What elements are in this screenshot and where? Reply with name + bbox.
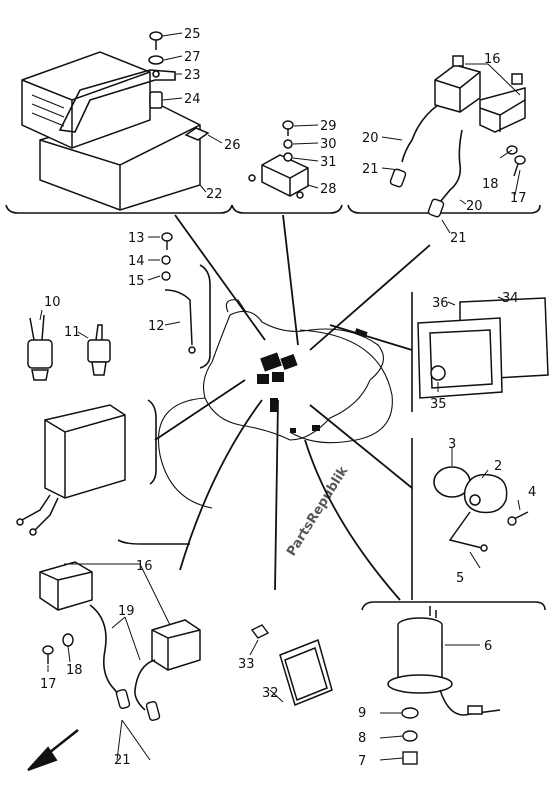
part-29-screw <box>282 120 294 136</box>
callout-22: 22 <box>206 187 223 202</box>
callout-labels: 25 27 23 24 26 22 29 30 31 28 16 20 21 1… <box>40 27 536 769</box>
callout-19: 19 <box>118 604 135 619</box>
callout-7: 7 <box>358 754 366 769</box>
callout-16-lower: 16 <box>136 559 153 574</box>
callout-13: 13 <box>128 231 145 246</box>
callout-2: 2 <box>494 459 502 474</box>
part-18-washer-lower <box>62 633 74 647</box>
callout-32: 32 <box>262 686 279 701</box>
part-30-washer <box>283 139 293 149</box>
part-2-sensor <box>463 473 508 514</box>
front-arrow-icon <box>27 729 79 771</box>
part-31-nut <box>283 152 293 162</box>
part-28-relay <box>248 154 309 199</box>
callout-leaders <box>39 32 521 761</box>
callout-17-upper: 17 <box>510 191 527 206</box>
callout-9: 9 <box>358 706 366 721</box>
callout-27: 27 <box>184 50 201 65</box>
part-13-screw <box>161 232 173 250</box>
callout-18-upper: 18 <box>482 177 499 192</box>
callout-8: 8 <box>358 731 366 746</box>
callout-11: 11 <box>64 325 81 340</box>
part-4-screw <box>507 511 529 526</box>
part-6-solenoid <box>387 606 453 694</box>
part-27-washer <box>148 55 164 65</box>
callout-3: 3 <box>448 437 456 452</box>
callout-5: 5 <box>456 571 464 586</box>
callout-24: 24 <box>184 92 201 107</box>
callout-21-upper-left: 21 <box>362 162 379 177</box>
callout-35: 35 <box>430 397 447 412</box>
callout-30: 30 <box>320 137 337 152</box>
watermark: PartsRepublik <box>284 464 351 559</box>
part-21-plug-cap-lower <box>115 688 161 722</box>
callout-28: 28 <box>320 182 337 197</box>
callout-23: 23 <box>184 68 201 83</box>
part-17-screw-upper <box>513 155 526 177</box>
callout-16-upper: 16 <box>484 52 501 67</box>
part-8-washer <box>402 730 418 742</box>
callout-33: 33 <box>238 657 255 672</box>
part-17-screw-lower <box>42 645 54 664</box>
callout-21-upper-right: 21 <box>450 231 467 246</box>
part-21-plug-cap-upper <box>389 168 445 218</box>
part-22-control-unit <box>21 51 201 211</box>
part-26-clip <box>184 127 210 141</box>
part-16-ignition-coil-lower <box>39 561 201 671</box>
part-19-ignition-leads-lower <box>89 604 156 711</box>
callout-25: 25 <box>184 27 201 42</box>
callout-20-upper-left: 20 <box>362 131 379 146</box>
callout-26: 26 <box>224 138 241 153</box>
callout-15: 15 <box>128 274 145 289</box>
part-25-screw <box>149 31 163 50</box>
part-5-lead <box>448 511 488 552</box>
part-7-bolt <box>402 751 418 765</box>
leader-lines <box>154 214 431 601</box>
part-20-ignition-leads-upper <box>401 104 463 203</box>
callout-36: 36 <box>432 296 449 311</box>
motorcycle-outline <box>158 299 393 509</box>
part-23-bracket <box>58 69 176 133</box>
part-9-nut <box>401 707 419 719</box>
part-1-cdi-unit <box>16 404 126 536</box>
callout-31: 31 <box>320 155 337 170</box>
callout-10: 10 <box>44 295 61 310</box>
callout-17-lower: 17 <box>40 677 57 692</box>
part-12-ground-lead <box>164 289 196 354</box>
callout-29: 29 <box>320 119 337 134</box>
part-24-spacer <box>149 91 163 109</box>
callout-14: 14 <box>128 254 145 269</box>
group-brackets <box>5 204 546 611</box>
callout-34: 34 <box>502 291 519 306</box>
part-15-washer <box>161 271 171 281</box>
part-11-switch <box>87 324 111 376</box>
part-6-lead <box>439 689 501 716</box>
part-33-nut <box>250 624 270 639</box>
callout-18-lower: 18 <box>66 663 83 678</box>
motorcycle-parts-highlight <box>257 328 368 433</box>
part-10-switch <box>27 314 53 381</box>
part-16-ignition-coil-upper <box>434 55 526 133</box>
callout-12: 12 <box>148 319 165 334</box>
part-32-reflector <box>279 638 333 707</box>
callout-4: 4 <box>528 485 536 500</box>
callout-20-upper-right: 20 <box>466 199 483 214</box>
part-14-washer <box>161 255 171 265</box>
callout-6: 6 <box>484 639 492 654</box>
part-36-gasket <box>417 317 503 399</box>
part-35-nut <box>430 365 446 381</box>
callout-21-lower: 21 <box>114 753 131 768</box>
